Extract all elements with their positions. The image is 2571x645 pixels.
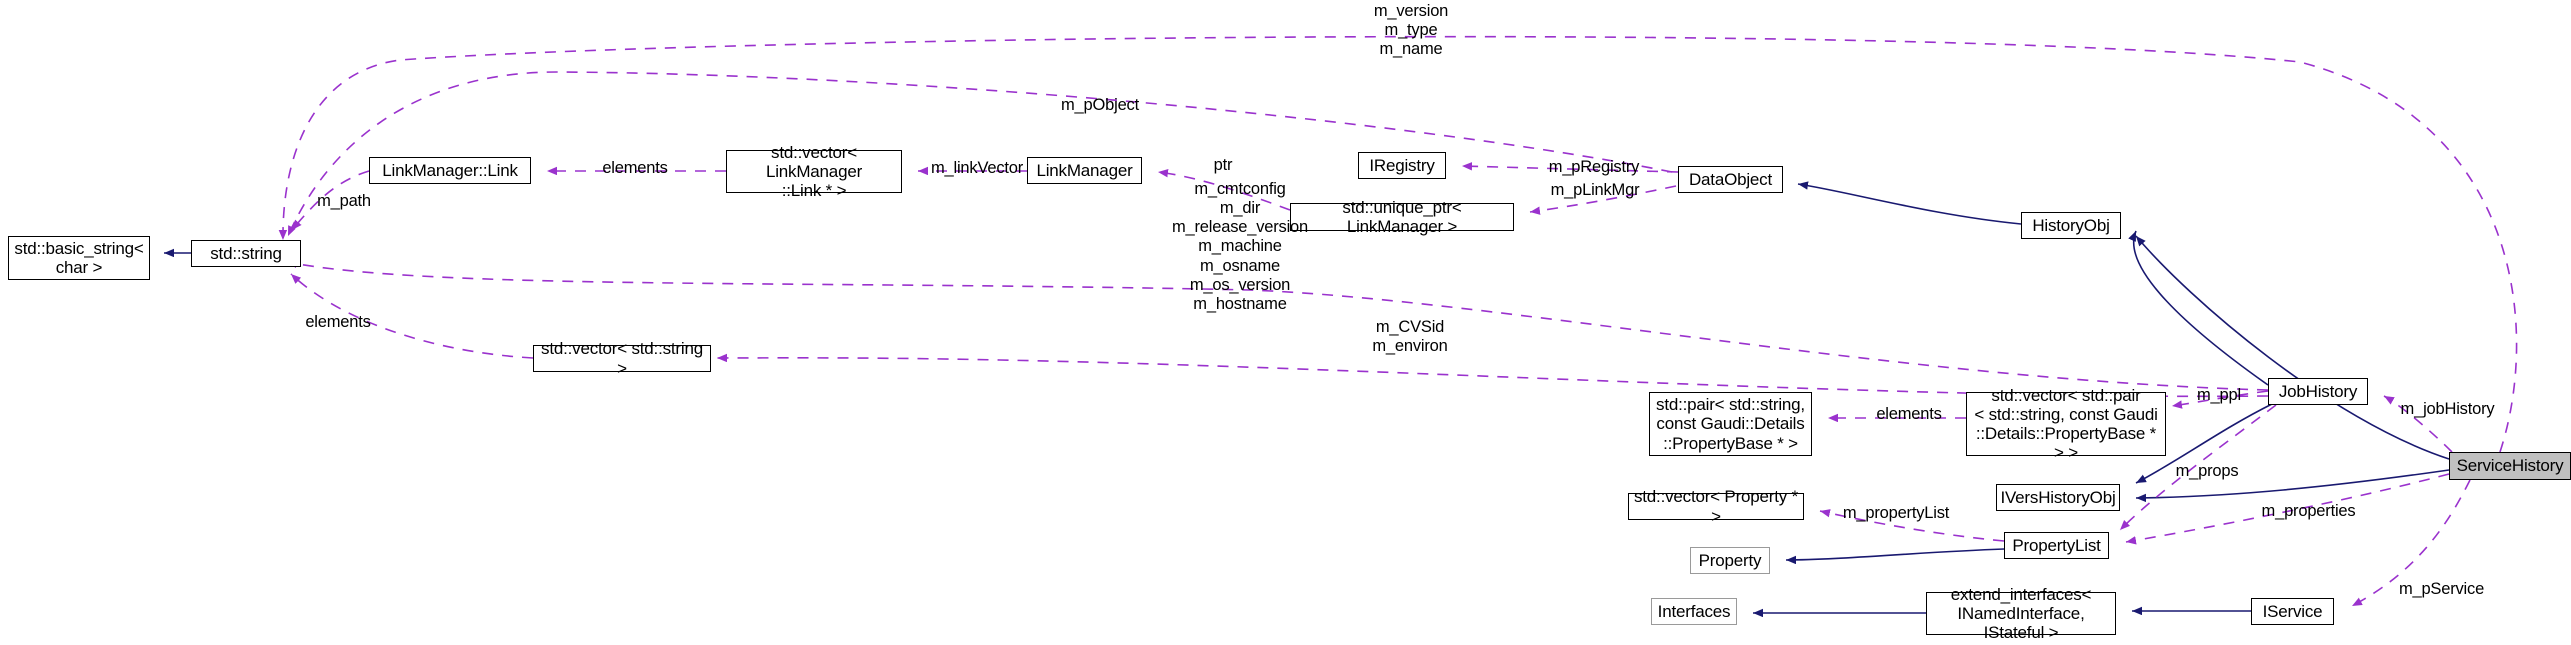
edge-label-elements-string: elements	[305, 313, 371, 331]
node-servicehistory[interactable]: ServiceHistory	[2449, 452, 2571, 480]
edge-servicehistory-to-string-names	[278, 35, 2518, 453]
edge-label-m-path: m_path	[317, 192, 371, 210]
node-property[interactable]: Property	[1690, 547, 1770, 574]
edge-label-m-linkvector: m_linkVector	[930, 159, 1024, 177]
edge-label-elements-pair: elements	[1876, 405, 1942, 423]
node-ivershistoryobj[interactable]: IVersHistoryObj	[1996, 484, 2120, 511]
edge-label-m-plinkmgr: m_pLinkMgr	[1550, 181, 1640, 199]
node-iregistry[interactable]: IRegistry	[1358, 152, 1446, 179]
node-historyobj[interactable]: HistoryObj	[2021, 212, 2121, 239]
node-linkmanager-link[interactable]: LinkManager::Link	[369, 157, 531, 184]
edge-jobhistory-to-historyobj	[2128, 230, 2269, 386]
edge-label-m-version-type-name: m_version m_type m_name	[1373, 2, 1449, 59]
edge-label-m-pregistry: m_pRegistry	[1548, 158, 1640, 176]
edge-label-m-pservice: m_pService	[2398, 580, 2485, 598]
node-std-string[interactable]: std::string	[191, 240, 301, 267]
node-vector-pair-string-propertybase[interactable]: std::vector< std::pair < std::string, co…	[1966, 386, 2166, 462]
edge-label-m-ppl: m_ppl	[2197, 386, 2241, 404]
node-unique-ptr-linkmanager[interactable]: std::unique_ptr< LinkManager >	[1290, 198, 1514, 236]
edge-label-m-propertylist: m_propertyList	[1842, 504, 1950, 522]
node-vector-property-ptr[interactable]: std::vector< Property * >	[1628, 487, 1804, 526]
edge-historyobj-to-dataobject	[1797, 181, 2022, 225]
edge-servicehistory-to-historyobj	[2135, 235, 2450, 460]
node-std-basic-string[interactable]: std::basic_string< char >	[8, 236, 150, 280]
node-extend-interfaces[interactable]: extend_interfaces< INamedInterface, ISta…	[1926, 585, 2116, 642]
node-interfaces[interactable]: Interfaces	[1651, 598, 1737, 625]
edge-label-ptr: ptr	[1213, 156, 1233, 174]
edge-propertylist-to-property	[1785, 548, 2005, 565]
edge-label-elements-link: elements	[602, 159, 668, 177]
node-jobhistory[interactable]: JobHistory	[2268, 378, 2368, 405]
node-iservice[interactable]: IService	[2251, 598, 2334, 625]
node-vector-std-string[interactable]: std::vector< std::string >	[533, 339, 711, 378]
node-propertylist[interactable]: PropertyList	[2004, 532, 2109, 559]
edge-label-m-jobhistory: m_jobHistory	[2400, 400, 2495, 418]
node-dataobject[interactable]: DataObject	[1678, 166, 1783, 193]
edge-label-m-pobject: m_pObject	[1061, 96, 1139, 114]
edge-label-m-props: m_props	[2175, 462, 2239, 480]
node-pair-string-propertybase[interactable]: std::pair< std::string, const Gaudi::Det…	[1649, 392, 1812, 456]
edge-label-m-cvsid-m-environ: m_CVSid m_environ	[1372, 318, 1448, 356]
node-linkmanager[interactable]: LinkManager	[1027, 157, 1142, 184]
edge-label-m-properties: m_properties	[2261, 502, 2356, 520]
edge-label-jobhistory-members: m_cmtconfig m_dir m_release_version m_ma…	[1171, 180, 1308, 313]
node-vector-linkmanager-link-ptr[interactable]: std::vector< LinkManager ::Link * >	[726, 143, 902, 200]
